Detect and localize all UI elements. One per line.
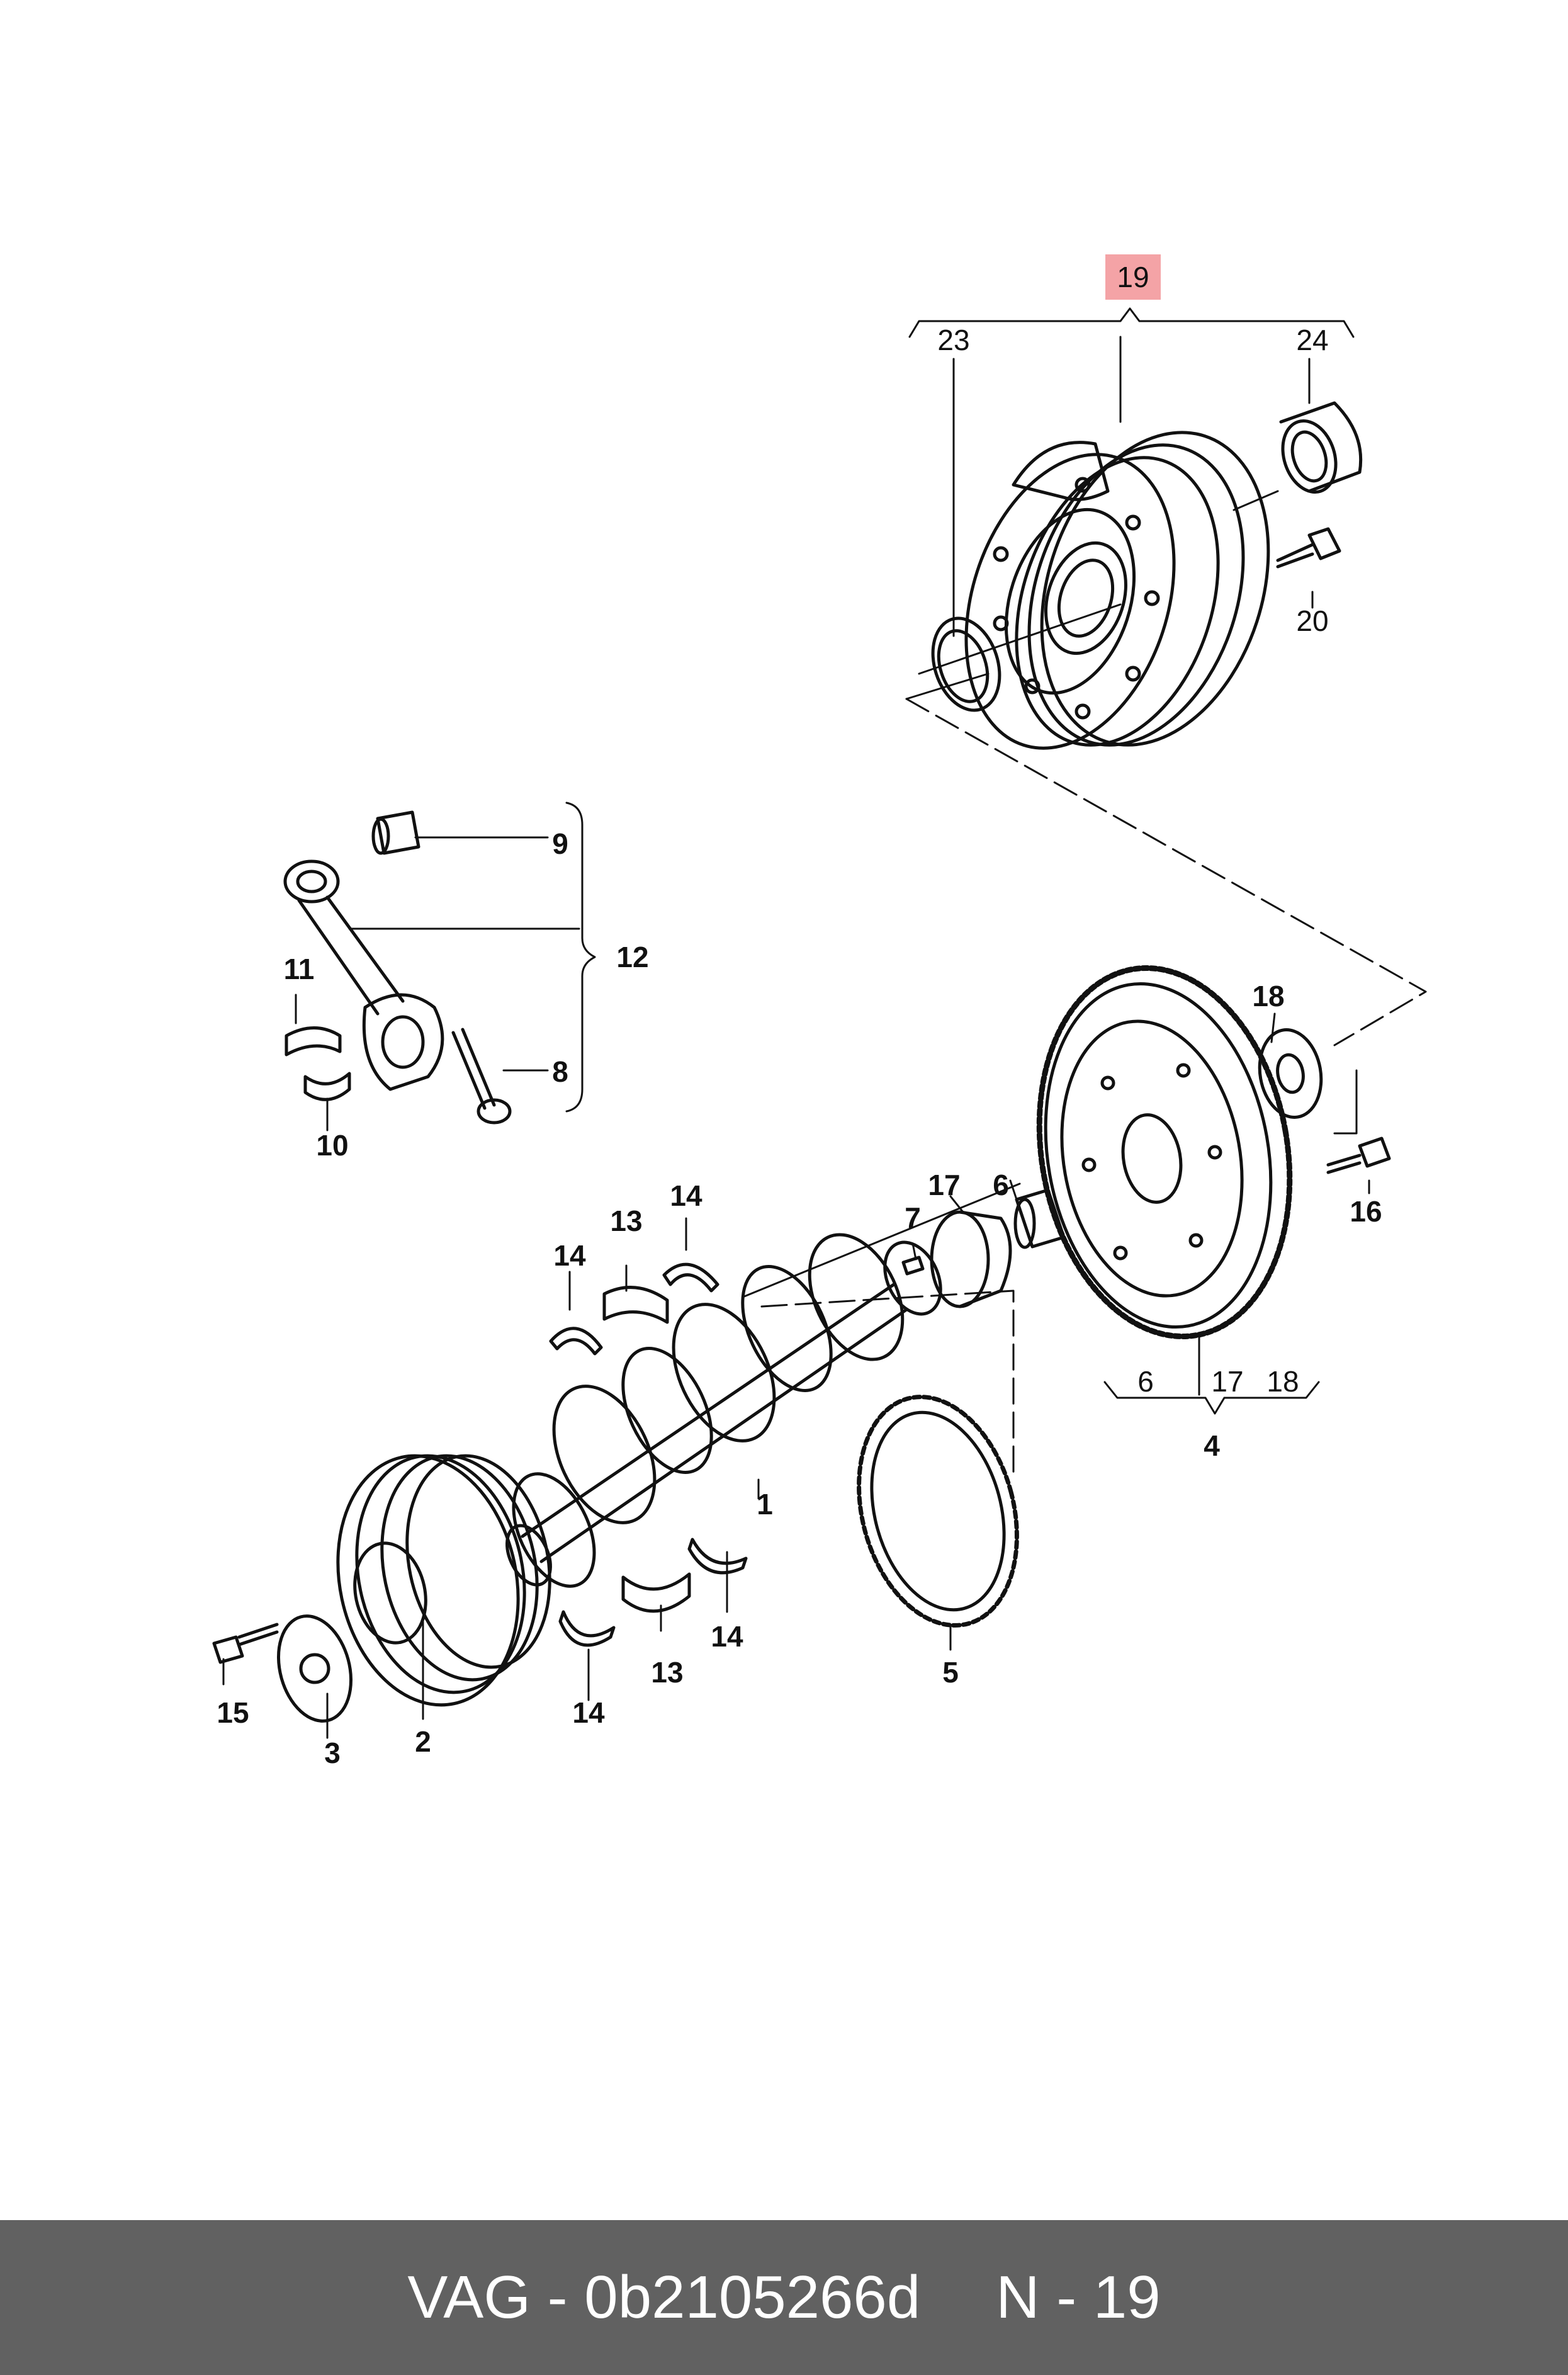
needle-bearing-6: [1013, 1188, 1066, 1249]
label-17-top: 17: [928, 1169, 960, 1201]
label-2: 2: [415, 1725, 431, 1758]
bearing-24: [1279, 401, 1363, 494]
dual-mass-flywheel-19: [964, 431, 1270, 750]
footer-brand: VAG: [407, 2264, 531, 2331]
label-20: 20: [1296, 604, 1328, 637]
label-13-top: 13: [610, 1205, 642, 1237]
bolt-20: [1276, 527, 1341, 569]
crankshaft-1: [505, 1233, 942, 1588]
label-14-top-right: 14: [670, 1179, 702, 1212]
label-13-bottom: 13: [651, 1656, 683, 1689]
sender-wheel-5: [857, 1395, 1019, 1628]
bearing-shell-13-lower: [621, 1572, 691, 1613]
label-11: 11: [284, 953, 315, 985]
bolt-16: [1326, 1136, 1391, 1174]
label-3: 3: [324, 1737, 341, 1769]
label-5: 5: [942, 1656, 959, 1689]
label-15: 15: [217, 1696, 249, 1729]
footer-caption: VAG - 0b2105266d N - 19: [0, 2220, 1568, 2375]
bolt-15: [212, 1623, 279, 1664]
label-17-bottom: 17: [1211, 1365, 1243, 1398]
footer-dash: -: [547, 2264, 568, 2331]
label-7: 7: [905, 1201, 921, 1234]
label-18-bottom: 18: [1266, 1365, 1299, 1398]
label-14-bottom-right: 14: [711, 1620, 743, 1653]
flywheel-4: [1036, 965, 1293, 1339]
thrust-washer-14-lower-right: [687, 1538, 748, 1575]
thrust-washer-14-lower-left: [558, 1610, 616, 1647]
label-12: 12: [616, 941, 648, 973]
bearing-shell-13-upper: [602, 1286, 669, 1324]
label-14-bottom-left: 14: [572, 1696, 605, 1729]
label-18-top: 18: [1252, 980, 1284, 1012]
footer-ref: N - 19: [996, 2264, 1161, 2331]
label-8: 8: [552, 1055, 568, 1088]
label-4: 4: [1204, 1429, 1220, 1462]
part-labels: 19 23 24 20 9 12 11 8 10 18 6 17 7 16 14…: [217, 261, 1382, 1769]
label-10: 10: [316, 1129, 348, 1162]
exploded-parts-diagram: 19 23 24 20 9 12 11 8 10 18 6 17 7 16 14…: [212, 254, 1427, 1769]
footer-part-number: 0b2105266d: [584, 2264, 921, 2331]
label-16: 16: [1350, 1195, 1382, 1228]
label-24: 24: [1296, 324, 1328, 356]
conrod-bolt-8: [451, 1028, 512, 1125]
intermediate-plate-17: [930, 1210, 1012, 1308]
vibration-damper-2: [336, 1454, 551, 1707]
label-9: 9: [552, 827, 568, 860]
bushing-9: [371, 810, 420, 855]
connecting-rod-12: [283, 859, 444, 1091]
thrust-washer-14-upper-right: [662, 1262, 719, 1293]
label-6-bottom: 6: [1137, 1365, 1154, 1398]
washer-18: [1258, 1028, 1323, 1119]
washer-plate-3: [276, 1614, 353, 1723]
seal-ring-23: [931, 616, 1001, 712]
bearing-shell-11: [285, 1026, 342, 1057]
bearing-shell-10: [303, 1072, 351, 1101]
dowel-pin-7: [901, 1256, 925, 1276]
leader-lines: [222, 307, 1427, 1739]
label-19: 19: [1117, 261, 1149, 293]
label-6-top: 6: [993, 1169, 1009, 1201]
label-14-top-left: 14: [553, 1239, 586, 1272]
label-1: 1: [757, 1488, 773, 1521]
label-23: 23: [937, 324, 969, 356]
highlight-box-19: [1105, 254, 1161, 300]
thrust-washer-14-upper-left: [549, 1327, 603, 1356]
